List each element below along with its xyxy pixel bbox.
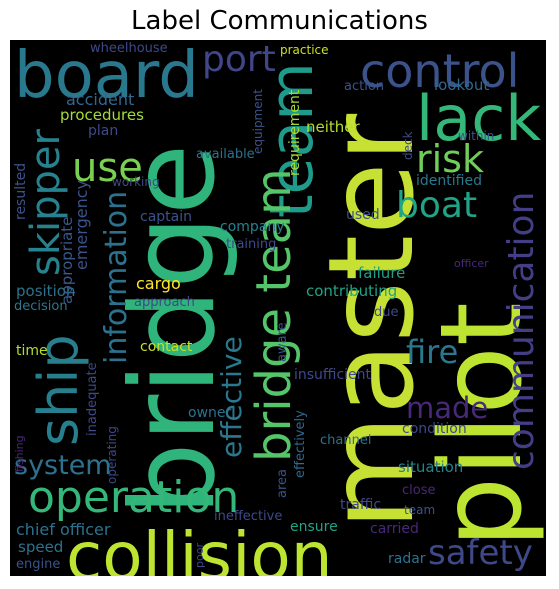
word-decision: decision xyxy=(14,299,68,314)
word-speed: speed xyxy=(18,538,64,556)
word-identified: identified xyxy=(416,173,482,189)
word-deck: deck xyxy=(401,131,415,160)
word-lack: lack xyxy=(416,82,542,155)
word-risk: risk xyxy=(416,137,484,181)
word-wheelhouse: wheelhouse xyxy=(90,41,168,56)
word-practice: practice xyxy=(280,43,329,57)
word-team-small: team xyxy=(404,503,436,517)
word-situation: situation xyxy=(398,458,464,476)
word-training: training xyxy=(226,237,277,252)
word-ineffective: ineffective xyxy=(214,509,283,524)
word-communication: communication xyxy=(501,191,542,470)
word-lookout: lookout xyxy=(434,76,490,94)
word-available: available xyxy=(196,147,255,162)
word-time: time xyxy=(16,343,48,359)
word-collision: collision xyxy=(66,518,333,577)
word-effective: effective xyxy=(215,336,248,458)
word-system: system xyxy=(14,450,112,481)
word-use: use xyxy=(72,145,143,191)
word-traffic: traffic xyxy=(340,497,382,513)
chart-title: Label Communications xyxy=(131,6,428,36)
word-captain: captain xyxy=(140,209,192,225)
word-company: company xyxy=(220,219,285,235)
word-action: action xyxy=(344,79,385,94)
word-area: area xyxy=(275,469,290,498)
word-requirement: requirement xyxy=(287,89,303,176)
word-emergency: emergency xyxy=(72,180,91,270)
word-neither: neither xyxy=(306,118,360,136)
word-equipment: equipment xyxy=(251,89,265,154)
word-boat: boat xyxy=(396,185,478,226)
word-contributing: contributing xyxy=(306,282,398,300)
word-condition: condition xyxy=(402,421,467,437)
word-within: within xyxy=(458,129,495,143)
word-port: port xyxy=(202,40,276,80)
word-insufficient: insufficient xyxy=(294,367,372,383)
word-accident: accident xyxy=(66,90,135,109)
word-position: position xyxy=(16,282,76,300)
word-officer: officer xyxy=(454,257,489,270)
word-plan: plan xyxy=(88,123,119,139)
word-operation: operation xyxy=(28,472,240,523)
word-cloud: master pilot bridge collision board lack… xyxy=(10,40,546,576)
word-failure: failure xyxy=(358,264,406,282)
word-control: control xyxy=(360,44,520,98)
word-fire: fire xyxy=(406,333,459,371)
word-aware: aware xyxy=(275,322,290,362)
word-radar: radar xyxy=(388,551,426,567)
word-fishing: fishing xyxy=(13,435,26,472)
word-resulted: resulted xyxy=(13,162,29,220)
word-inadequate: inadequate xyxy=(85,362,100,436)
word-contact: contact xyxy=(140,339,193,355)
word-operating: operating xyxy=(105,426,119,484)
word-cargo: cargo xyxy=(136,274,181,293)
word-board: board xyxy=(14,40,199,113)
word-effectively: effectively xyxy=(293,410,308,478)
word-chief-officer: chief officer xyxy=(16,520,111,539)
word-made: made xyxy=(406,391,489,425)
word-ensure: ensure xyxy=(290,519,338,535)
word-used: used xyxy=(346,207,380,223)
word-working: working xyxy=(112,175,160,189)
word-information: information xyxy=(99,190,134,364)
word-safety: safety xyxy=(428,533,533,573)
word-approach: approach xyxy=(134,295,195,310)
word-carried: carried xyxy=(370,521,419,537)
word-owner: owner xyxy=(188,405,232,421)
word-engine: engine xyxy=(16,557,61,572)
word-close: close xyxy=(402,483,436,498)
word-channel: channel xyxy=(320,433,372,448)
word-poor: poor xyxy=(193,543,206,568)
word-due: due xyxy=(374,305,399,320)
word-bridge-team: bridge team xyxy=(246,168,302,462)
word-procedures: procedures xyxy=(60,106,144,124)
